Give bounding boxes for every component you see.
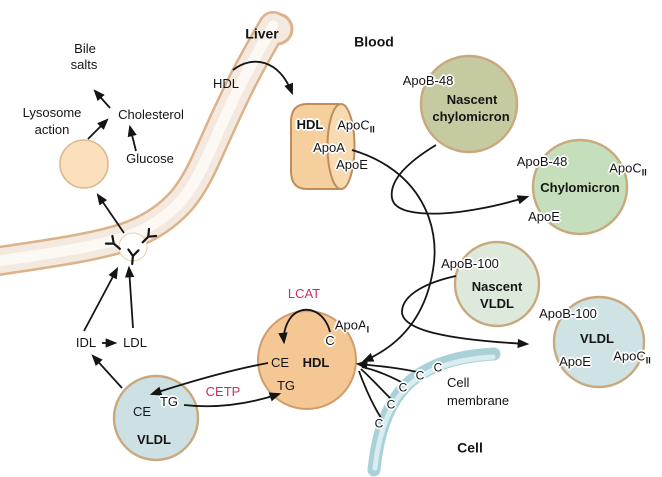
nascent-chylomicron-apob-label: ApoB-48 bbox=[402, 72, 454, 88]
vldl-blood-apoc2-label: ApoCII bbox=[613, 348, 651, 367]
vldl-blood-apob-label: ApoB-100 bbox=[539, 305, 597, 321]
ldl-receptor-icons bbox=[104, 227, 158, 266]
pathway-arrows bbox=[83, 60, 530, 419]
nascent-vldl-circle bbox=[453, 240, 541, 328]
bile-salts-label-line1: Bile bbox=[74, 40, 96, 56]
arrow-receptor-to-lysosome bbox=[96, 193, 125, 234]
apoa-subscript: I bbox=[366, 324, 370, 335]
hdl-particle-c-label: C bbox=[325, 332, 335, 348]
apoc-text: ApoC bbox=[609, 160, 642, 176]
vldl-exchange-tg-label: TG bbox=[159, 393, 179, 409]
cell-membrane-label-line2: membrane bbox=[447, 392, 510, 408]
ldl-label: LDL bbox=[123, 334, 147, 350]
hdl-cylinder-shape bbox=[290, 103, 356, 190]
apoa-text: ApoA bbox=[334, 317, 367, 333]
arrow-nascent-chylomicron-to-chylomicron bbox=[390, 144, 530, 215]
vldl-exchange-ce-label: CE bbox=[132, 403, 152, 419]
apoc-subscript: II bbox=[641, 167, 647, 178]
vldl-blood-apoe-label: ApoE bbox=[559, 353, 591, 369]
chylomicron-apob-label: ApoB-48 bbox=[516, 153, 568, 169]
apoc-subscript: II bbox=[369, 124, 375, 135]
nascent-vldl-apob-label: ApoB-100 bbox=[441, 255, 499, 271]
arrow-lysosome-to-cholesterol bbox=[87, 118, 109, 140]
idl-label: IDL bbox=[75, 334, 97, 350]
hdl-cylinder-apoc2-label: ApoCII bbox=[337, 117, 375, 136]
cholesterol-label: Cholesterol bbox=[118, 106, 184, 122]
hdl-particle-name: HDL bbox=[302, 354, 330, 370]
lysosome-circle bbox=[59, 139, 109, 189]
apoc-text: ApoC bbox=[337, 117, 370, 133]
hdl-cylinder-name: HDL bbox=[296, 116, 324, 132]
chylomicron-name: Chylomicron bbox=[540, 179, 620, 195]
arrow-cholesterol-to-bile bbox=[93, 89, 111, 109]
liver-duct-shape bbox=[0, 11, 294, 276]
membrane-c-5: C bbox=[433, 360, 443, 375]
arrow-cholesterol-efflux-1 bbox=[358, 370, 382, 419]
chylomicron-circle bbox=[531, 138, 629, 236]
arrow-cetp-ce-to-vldl bbox=[149, 362, 269, 396]
lcat-enzyme-label: LCAT bbox=[287, 285, 321, 301]
hdl-cylinder-apoa-label: ApoA bbox=[313, 139, 345, 155]
liver-label: Liver bbox=[245, 25, 279, 42]
membrane-c-4: C bbox=[415, 368, 425, 383]
nascent-vldl-name-line2: VLDL bbox=[480, 295, 514, 311]
membrane-c-2: C bbox=[386, 397, 396, 412]
arrow-vldl-to-idl bbox=[91, 354, 123, 389]
arrow-idl-to-receptor bbox=[83, 266, 119, 332]
arrow-cholesterol-efflux-4 bbox=[355, 360, 423, 374]
nascent-chylomicron-name-line1: Nascent bbox=[446, 91, 498, 107]
membrane-c-3: C bbox=[398, 380, 408, 395]
arrow-liver-to-hdl bbox=[232, 60, 294, 96]
hdl-particle-ce-label: CE bbox=[270, 354, 290, 370]
vldl-blood-circle bbox=[552, 295, 646, 389]
hdl-secreted-label: HDL bbox=[212, 75, 240, 91]
apoc-text: ApoC bbox=[613, 348, 646, 364]
arrow-glucose-to-cholesterol bbox=[127, 124, 137, 152]
arrow-cetp-tg-to-hdl bbox=[183, 392, 282, 408]
cetp-enzyme-label: CETP bbox=[205, 383, 241, 399]
blood-label: Blood bbox=[354, 33, 394, 50]
lysosome-action-label-line1: Lysosome bbox=[22, 104, 82, 120]
bile-salts-label-line2: salts bbox=[70, 56, 98, 72]
nascent-chylomicron-name-line2: chylomicron bbox=[432, 108, 510, 124]
nascent-vldl-name-line1: Nascent bbox=[471, 278, 523, 294]
apoc-subscript: II bbox=[645, 355, 651, 366]
chylomicron-apoe-label: ApoE bbox=[528, 208, 560, 224]
arrow-lcat bbox=[278, 308, 331, 345]
cell-membrane-label-line1: Cell bbox=[447, 374, 470, 390]
cell-label: Cell bbox=[457, 439, 483, 456]
arrow-ldl-to-receptor bbox=[124, 265, 135, 329]
glucose-label: Glucose bbox=[126, 150, 174, 166]
vldl-exchange-name: VLDL bbox=[137, 431, 171, 447]
cell-membrane-shape bbox=[367, 347, 501, 477]
nascent-chylomicron-circle bbox=[419, 54, 519, 154]
lysosome-action-label-line2: action bbox=[34, 121, 70, 137]
vldl-exchange-circle bbox=[112, 374, 200, 462]
arrow-nascent-vldl-to-vldl bbox=[401, 275, 530, 349]
vldl-blood-name: VLDL bbox=[580, 330, 614, 346]
arrow-cholesterol-efflux-2 bbox=[360, 368, 393, 401]
membrane-c-1: C bbox=[374, 416, 384, 431]
hdl-cylinder-apoe-label: ApoE bbox=[336, 156, 368, 172]
chylomicron-apoc2-label: ApoCII bbox=[609, 160, 647, 179]
hdl-particle-tg-label: TG bbox=[276, 377, 296, 393]
hdl-particle-apoa1-label: ApoAI bbox=[334, 317, 370, 336]
